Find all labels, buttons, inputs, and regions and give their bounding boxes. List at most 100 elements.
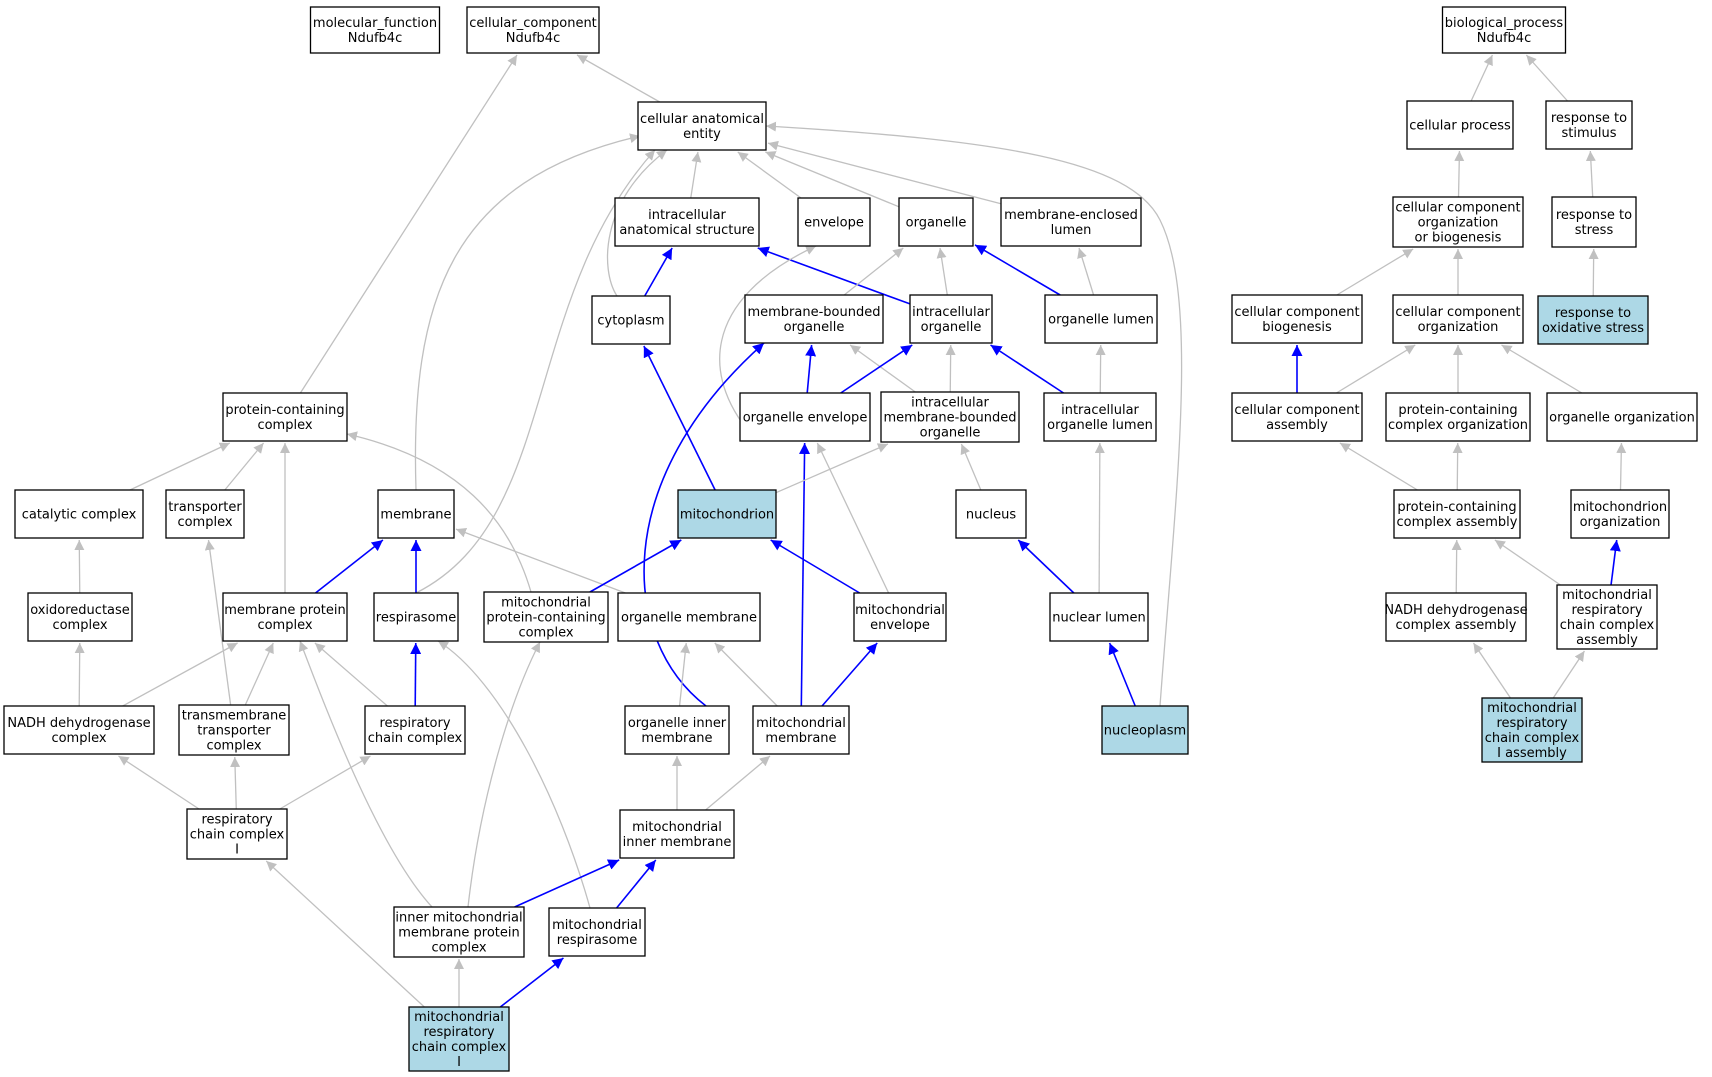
node-label: nucleoplasm — [1104, 724, 1186, 739]
node-box — [955, 489, 1027, 539]
edge-nadh_dh_complex-to-oxidoreductase_complex — [74, 642, 85, 707]
node-label: mitochondrial — [632, 820, 722, 835]
node-membrane[interactable]: membrane — [377, 489, 455, 539]
node-organelle-lumen[interactable]: organelle lumen — [1044, 294, 1158, 344]
node-label: stress — [1575, 223, 1614, 238]
node-label: membrane protein — [398, 926, 519, 941]
node-organelle[interactable]: organelle — [898, 197, 974, 247]
node-label: oxidoreductase — [30, 603, 130, 618]
node-label: complex — [257, 418, 312, 433]
node-box — [614, 197, 760, 247]
node-label: complex assembly — [1397, 515, 1518, 530]
edge-transmembrane_transporter_complex-to-membrane_protein_complex — [244, 642, 274, 706]
edge-intracellular_organelle-to-organelle — [936, 247, 948, 296]
node-cytoplasm[interactable]: cytoplasm — [591, 295, 671, 345]
node-label: organelle lumen — [1048, 313, 1154, 328]
edge-organelle_envelope-to-membrane_bounded_organelle — [805, 344, 817, 394]
node-organelle-envelope[interactable]: organelle envelope — [739, 392, 871, 442]
node-envelope[interactable]: envelope — [797, 197, 871, 247]
node-label: organelle — [920, 426, 981, 441]
edge-pcc_assembly-to-cc_assembly — [1339, 442, 1418, 491]
node-box — [853, 592, 947, 642]
node-label: lumen — [1051, 223, 1092, 238]
edge-nadh_dh_complex-to-membrane_protein_complex — [122, 642, 238, 707]
node-nuclear-lumen[interactable]: nuclear lumen — [1049, 592, 1149, 642]
node-cellular-process[interactable]: cellular process — [1406, 100, 1514, 150]
node-organelle-membrane[interactable]: organelle membrane — [617, 592, 761, 642]
node-respirasome[interactable]: respirasome — [373, 592, 459, 642]
edge-layer — [74, 54, 1627, 1008]
edge-cytoplasm-to-intracellular_anatomical_structure — [644, 247, 673, 297]
node-label: oxidative stress — [1542, 321, 1644, 336]
node-label: response to — [1556, 208, 1632, 223]
edge-intracellular_organelle-to-intracellular_anatomical_structure — [757, 246, 911, 305]
node-catalytic-complex[interactable]: catalytic complex — [14, 489, 144, 539]
node-box — [1406, 100, 1514, 150]
node-box — [1551, 196, 1637, 248]
edge-respiratory_chain_complex-to-membrane_protein_complex — [314, 642, 388, 707]
node-box — [1537, 295, 1649, 345]
node-box — [1231, 392, 1363, 442]
node-nucleus[interactable]: nucleus — [955, 489, 1027, 539]
edge-mitochondrion-to-intracellular_mb_organelle — [775, 443, 889, 494]
edge-nucleoplasm-to-nuclear_lumen — [1108, 642, 1136, 707]
node-box — [1441, 6, 1567, 54]
edge-cc_biogenesis-to-cc_org_or_biogenesis — [1336, 248, 1414, 296]
edge-nuclear_lumen-to-nucleus — [1017, 539, 1075, 594]
edge-mitochondrial_envelope-to-organelle_envelope — [816, 442, 890, 594]
edge-inner_mito_membrane_protein_complex-to-mito_inner_membrane — [514, 859, 620, 908]
node-label: membrane — [380, 508, 451, 523]
node-box — [880, 391, 1020, 443]
node-label: cytoplasm — [597, 314, 664, 329]
node-label: assembly — [1266, 418, 1328, 433]
edge-intracellular_anatomical_structure-to-cellular_anatomical_entity — [690, 151, 702, 199]
edge-respiratory_chain_complex_I-to-nadh_dh_complex — [118, 755, 200, 810]
node-organelle-organization[interactable]: organelle organization — [1546, 392, 1698, 442]
node-label: cellular component — [1234, 403, 1359, 418]
node-label: complex — [52, 618, 107, 633]
edge-mitochondrial_membrane-to-mitochondrial_envelope — [821, 642, 878, 707]
node-mitochondrion[interactable]: mitochondrion — [677, 489, 777, 539]
node-box — [591, 295, 671, 345]
node-nucleoplasm[interactable]: nucleoplasm — [1101, 705, 1189, 755]
